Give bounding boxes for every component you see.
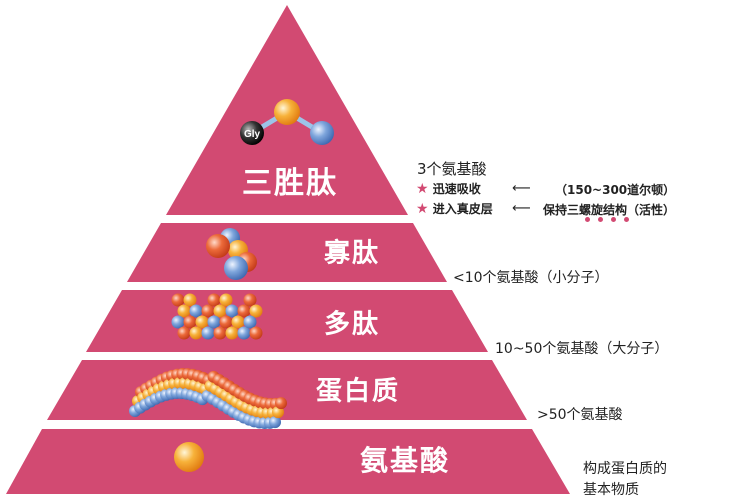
molecule-ball — [275, 397, 287, 410]
molecule-ball — [183, 315, 197, 329]
molecule-ball — [213, 326, 227, 340]
emphasis-dot — [624, 217, 629, 222]
molecule-ball — [243, 315, 257, 329]
layer-label-polypeptide: 多肽 — [323, 309, 381, 340]
molecule-ball — [171, 293, 185, 307]
molecule-ball — [206, 234, 230, 258]
molecule-ball — [219, 293, 233, 307]
molecule-ball — [183, 293, 197, 307]
gly-label: Gly — [244, 129, 261, 140]
benefit-text: 迅速吸收 — [432, 182, 481, 196]
molecule-ball — [219, 315, 233, 329]
emphasis-dot — [611, 217, 616, 222]
layer-amino-acid — [6, 429, 570, 494]
molecule-ball — [269, 416, 281, 429]
layer-label-tripeptide: 三胜肽 — [242, 166, 338, 201]
layer-label-amino-acid: 氨基酸 — [359, 444, 451, 477]
benefit-text: 进入真皮层 — [432, 202, 493, 216]
molecule-ball — [189, 304, 203, 318]
layer-label-oligopeptide: 寡肽 — [323, 238, 381, 269]
molecule-ball — [237, 304, 251, 318]
molecule-ball — [225, 304, 239, 318]
molecule-balls — [129, 228, 287, 472]
protein-note: >50个氨基酸 — [537, 407, 623, 423]
molecule-ball — [224, 256, 248, 280]
emphasis-dot — [585, 217, 590, 222]
molecule-ball — [249, 304, 263, 318]
benefit-reason: 保持三螺旋结构（活性） — [543, 203, 676, 217]
emphasis-dot — [598, 217, 603, 222]
polypeptide-note: 10~50个氨基酸（大分子） — [495, 341, 669, 357]
molecule-ball — [207, 315, 221, 329]
star-icon: ★ — [416, 181, 429, 197]
molecule-ball — [207, 293, 221, 307]
layer-protein — [47, 360, 527, 420]
molecule-ball — [231, 315, 245, 329]
molecule-ball — [225, 326, 239, 340]
molecule-ball — [174, 442, 204, 472]
molecule-ball — [213, 304, 227, 318]
amino-acid-note-line2: 基本物质 — [583, 482, 639, 498]
tripeptide-count: 3个氨基酸 — [417, 160, 487, 178]
molecule-ball — [177, 304, 191, 318]
benefit-reason: （150~300道尔顿） — [555, 183, 676, 197]
layer-label-protein: 蛋白质 — [315, 376, 401, 407]
molecule-ball — [243, 293, 257, 307]
tripeptide-molecule-icon: Gly — [240, 99, 334, 145]
molecule-ball — [189, 326, 203, 340]
layer-oligopeptide — [127, 223, 447, 282]
molecule-ball — [249, 326, 263, 340]
oligopeptide-note: <10个氨基酸（小分子） — [453, 270, 609, 286]
molecule-ball — [237, 326, 251, 340]
arrow-left-icon: ⟵ — [512, 181, 531, 196]
molecule-ball — [201, 326, 215, 340]
molecule-ball — [201, 304, 215, 318]
molecule-ball — [177, 326, 191, 340]
molecule-ball — [171, 315, 185, 329]
layer-polypeptide — [86, 290, 488, 352]
amino-acid-note-line1: 构成蛋白质的 — [583, 461, 667, 477]
arrow-left-icon: ⟵ — [512, 201, 531, 216]
molecule-ball — [195, 315, 209, 329]
star-icon: ★ — [416, 201, 429, 217]
